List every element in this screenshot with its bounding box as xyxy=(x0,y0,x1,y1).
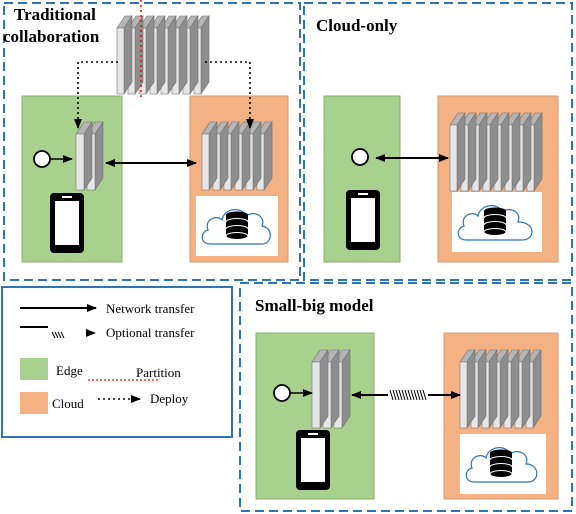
layer-slab-side xyxy=(145,15,155,95)
layer-slab-side xyxy=(123,15,133,95)
input-node-icon xyxy=(351,148,369,166)
layer-slab-side xyxy=(134,15,144,95)
input-node-icon xyxy=(33,150,73,168)
layer-slab-side xyxy=(219,121,229,191)
phone-icon xyxy=(50,193,84,253)
layer-slab-side xyxy=(456,112,466,192)
legend-partition-label: Partition xyxy=(136,365,181,380)
layer-slab-side xyxy=(478,112,488,192)
deploy-arrow-to-cloud xyxy=(205,61,254,129)
cloud-icon xyxy=(196,196,278,256)
traditional-title-line2: collaboration xyxy=(3,27,100,46)
layer-slab-side xyxy=(200,15,210,95)
legend-edge-label: Edge xyxy=(56,363,83,378)
layer-slab-side xyxy=(511,112,521,192)
layer-slab xyxy=(459,361,468,429)
layer-slab-side xyxy=(83,121,93,191)
layer-slab xyxy=(201,133,210,191)
input-node-icon xyxy=(273,384,313,402)
layer-slab-side xyxy=(230,121,240,191)
cloud-icon xyxy=(452,192,542,252)
layer-slab xyxy=(116,27,125,95)
cloud-only-stack xyxy=(449,112,543,192)
layer-slab-side xyxy=(466,349,476,429)
layer-slab-side xyxy=(510,349,520,429)
layer-slab-side xyxy=(241,121,251,191)
layer-slab xyxy=(311,361,321,429)
layer-slab-side xyxy=(521,349,531,429)
database-icon xyxy=(225,211,249,240)
legend-optional-arrowhead xyxy=(86,329,96,337)
layer-slab-side xyxy=(208,121,218,191)
layer-slab-side xyxy=(500,112,510,192)
trad-edge-stack xyxy=(75,121,104,191)
layer-slab-side xyxy=(263,121,273,191)
layer-slab xyxy=(75,133,85,191)
legend-edge-swatch xyxy=(20,358,48,380)
layer-slab-side xyxy=(156,15,166,95)
layer-slab-side xyxy=(341,349,351,429)
layer-slab-side xyxy=(252,121,262,191)
legend-deploy-label: Deploy xyxy=(150,391,189,406)
top-model-stack xyxy=(116,15,210,95)
layer-slab-side xyxy=(319,349,329,429)
model-layer-stacks xyxy=(75,15,543,429)
layer-slab-side xyxy=(488,349,498,429)
legend-cloud-label: Cloud xyxy=(52,396,84,411)
layer-slab-side xyxy=(330,349,340,429)
database-icon xyxy=(489,449,513,478)
panel-traditional-border xyxy=(3,2,301,281)
layer-slab-side xyxy=(467,112,477,192)
layer-slab-side xyxy=(489,112,499,192)
layer-slab-side xyxy=(532,349,542,429)
layer-slab-side xyxy=(167,15,177,95)
layer-slab-side xyxy=(499,349,509,429)
legend-optional-hatch xyxy=(51,331,65,339)
layer-slab-side xyxy=(522,112,532,192)
legend-cloud-swatch xyxy=(20,392,48,414)
database-icon xyxy=(483,207,507,236)
layer-slab xyxy=(449,124,458,192)
cloud-icon xyxy=(460,434,546,494)
layer-slab-side xyxy=(477,349,487,429)
phone-icon xyxy=(346,190,380,250)
legend-network-label: Network transfer xyxy=(106,301,195,316)
cloud-only-title: Cloud-only xyxy=(316,16,398,35)
phone-icon xyxy=(296,430,330,490)
deploy-arrow-to-edge xyxy=(74,61,118,129)
legend-box xyxy=(1,286,233,438)
layer-slab-side xyxy=(533,112,543,192)
panel-cloud-only-border xyxy=(303,2,573,281)
trad-cloud-stack xyxy=(201,121,273,191)
optional-hatch-small-big xyxy=(389,389,427,401)
layer-slab-side xyxy=(189,15,199,95)
small-big-edge-stack xyxy=(311,349,351,429)
small-big-cloud-stack xyxy=(459,349,542,429)
layer-slab-side xyxy=(178,15,188,95)
traditional-title-line1: Traditional xyxy=(14,5,96,24)
layer-slab-side xyxy=(94,121,104,191)
small-big-title: Small-big model xyxy=(255,296,374,315)
legend-optional-label: Optional transfer xyxy=(106,325,195,340)
